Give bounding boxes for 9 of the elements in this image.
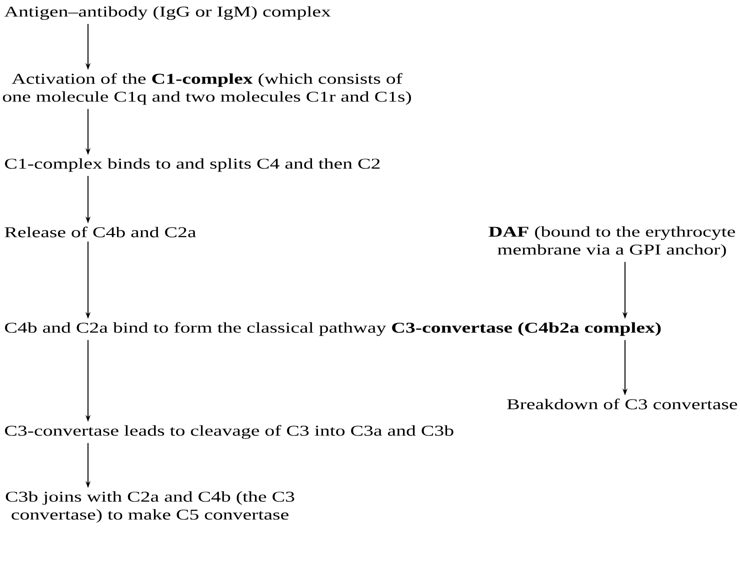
pathway-step: C3b joins with C2a and C4b (the C3 convertase) to make C5 convertase bbox=[6, 491, 294, 523]
pathway-step: Antigen–antibody (IgG or IgM) complex bbox=[4, 6, 331, 20]
pathway-step: Breakdown of C3 convertase bbox=[507, 398, 738, 410]
pathway-step: C4b and C2a bind to form the classical pathway C3-convertase (C4b2a complex) bbox=[5, 322, 661, 336]
pathway-step: Activation of the C1-complex (which consists of one molecule C1q and two molecules C1r and C1s) bbox=[2, 73, 411, 105]
pathway-step: C1-complex binds to and splits C4 and then C2 bbox=[5, 158, 380, 172]
pathway-step: DAF (bound to the erythrocyte membrane via a GPI anchor) bbox=[488, 226, 735, 258]
pathway-step: Release of C4b and C2a bbox=[4, 226, 196, 238]
pathway-step: C3-convertase leads to cleavage of C3 into C3a and C3b bbox=[5, 425, 454, 439]
